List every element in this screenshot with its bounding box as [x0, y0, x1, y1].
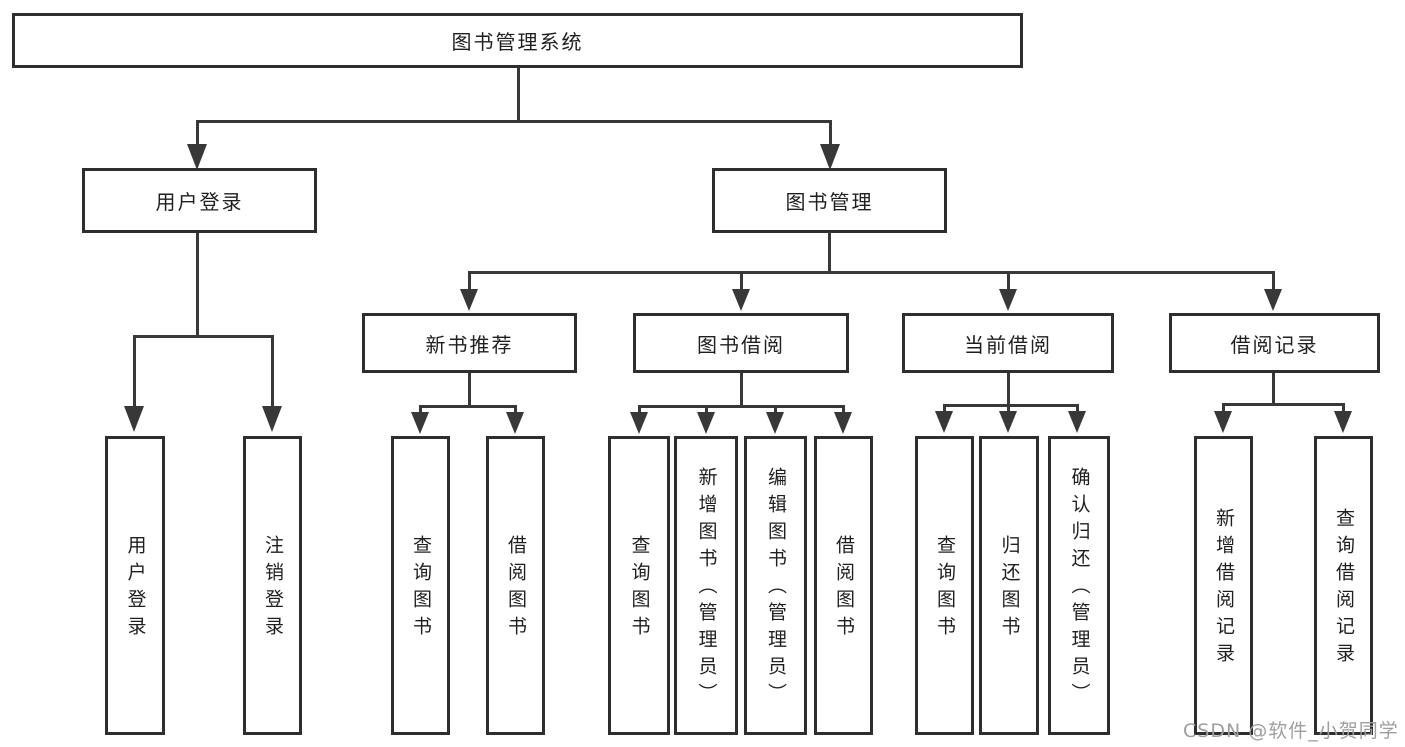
arrowhead-down-icon — [187, 144, 207, 170]
node-label: 用户登录 — [155, 190, 244, 214]
node-label: 借阅记录 — [1230, 332, 1319, 357]
arrowhead-down-icon — [262, 406, 282, 432]
node-borrowing-records: 借阅记录 — [1169, 313, 1380, 373]
csdn-watermark: CSDN @软件_小贺同学 — [1183, 720, 1399, 742]
arrowhead-down-icon — [1068, 411, 1086, 433]
arrowhead-down-icon — [460, 289, 478, 311]
connector-line — [638, 405, 845, 408]
node-label: 归还图书 — [998, 534, 1021, 643]
arrowhead-down-icon — [834, 412, 852, 434]
connector-line — [1007, 404, 1010, 413]
connector-line — [638, 405, 641, 414]
connector-line — [133, 335, 136, 408]
connector-line — [1007, 271, 1010, 291]
node-label: 图书管理系统 — [451, 30, 584, 54]
arrowhead-down-icon — [999, 289, 1017, 311]
leaf-query-books: 查询图书 — [608, 436, 670, 735]
leaf-logout: 注销登录 — [243, 436, 302, 735]
connector-line — [133, 335, 274, 338]
connector-line — [1007, 373, 1010, 405]
connector-line — [943, 404, 946, 413]
arrowhead-down-icon — [411, 412, 429, 434]
leaf-user-login: 用户登录 — [105, 436, 165, 735]
connector-line — [1222, 403, 1225, 413]
arrowhead-down-icon — [1334, 411, 1352, 433]
leaf-edit-books-admin: 编辑图书（管理员） — [744, 436, 807, 735]
node-label: 图书借阅 — [697, 332, 785, 357]
node-book-management: 图书管理 — [712, 168, 947, 233]
connector-line — [419, 405, 422, 414]
arrowhead-down-icon — [935, 411, 953, 433]
node-label: 查询图书 — [934, 534, 956, 643]
connector-line — [196, 233, 199, 335]
arrowhead-down-icon — [732, 289, 750, 311]
node-label: 用户登录 — [124, 534, 147, 643]
node-label: 图书管理 — [785, 190, 874, 214]
leaf-query-books: 查询图书 — [915, 436, 974, 735]
connector-line — [1272, 373, 1275, 404]
leaf-return-books: 归还图书 — [979, 436, 1039, 735]
arrowhead-down-icon — [697, 412, 715, 434]
node-book-borrowing: 图书借阅 — [633, 313, 849, 373]
connector-line — [1272, 271, 1275, 291]
node-user-login: 用户登录 — [82, 168, 317, 233]
leaf-borrow-books: 借阅图书 — [814, 436, 873, 735]
leaf-add-borrow-record: 新增借阅记录 — [1194, 436, 1253, 735]
connector-line — [468, 271, 1274, 274]
connector-line — [774, 405, 777, 414]
connector-line — [517, 68, 520, 120]
connector-line — [419, 405, 517, 408]
node-label: 编辑图书（管理员） — [765, 467, 787, 710]
connector-line — [468, 373, 471, 407]
node-current-borrowing: 当前借阅 — [902, 313, 1114, 373]
node-library-management-system: 图书管理系统 — [12, 13, 1023, 68]
leaf-query-books: 查询图书 — [391, 436, 450, 735]
arrowhead-down-icon — [820, 144, 840, 170]
node-label: 确认归还（管理员） — [1068, 467, 1091, 710]
connector-line — [828, 232, 831, 271]
leaf-query-borrow-record: 查询借阅记录 — [1314, 436, 1373, 735]
node-label: 注销登录 — [262, 534, 284, 643]
connector-line — [271, 335, 274, 408]
connector-line — [1222, 403, 1345, 406]
node-label: 借阅图书 — [833, 534, 855, 643]
arrowhead-down-icon — [630, 412, 648, 434]
node-new-book-recommendation: 新书推荐 — [362, 313, 577, 373]
connector-line — [740, 271, 743, 291]
node-label: 查询借阅记录 — [1333, 507, 1355, 670]
leaf-add-books-admin: 新增图书（管理员） — [674, 436, 738, 735]
arrowhead-down-icon — [1214, 411, 1232, 433]
node-label: 查询图书 — [628, 534, 651, 643]
connector-line — [196, 120, 832, 123]
arrowhead-down-icon — [506, 412, 524, 434]
connector-line — [196, 120, 199, 148]
node-label: 新书推荐 — [425, 332, 514, 357]
node-label: 借阅图书 — [505, 534, 527, 643]
node-label: 新增图书（管理员） — [695, 467, 718, 710]
connector-line — [1076, 404, 1079, 413]
leaf-confirm-return-admin: 确认归还（管理员） — [1048, 436, 1110, 735]
arrowhead-down-icon — [1264, 289, 1282, 311]
arrowhead-down-icon — [766, 412, 784, 434]
connector-line — [842, 405, 845, 414]
connector-line — [705, 405, 708, 414]
connector-line — [943, 404, 1079, 407]
connector-line — [829, 120, 832, 148]
node-label: 当前借阅 — [964, 332, 1052, 357]
connector-line — [468, 271, 471, 291]
node-label: 查询图书 — [410, 534, 432, 643]
connector-line — [514, 405, 517, 414]
leaf-borrow-books: 借阅图书 — [486, 436, 545, 735]
node-label: 新增借阅记录 — [1213, 507, 1235, 670]
arrowhead-down-icon — [999, 411, 1017, 433]
arrowhead-down-icon — [124, 406, 144, 432]
connector-line — [740, 373, 743, 407]
connector-line — [1342, 403, 1345, 413]
